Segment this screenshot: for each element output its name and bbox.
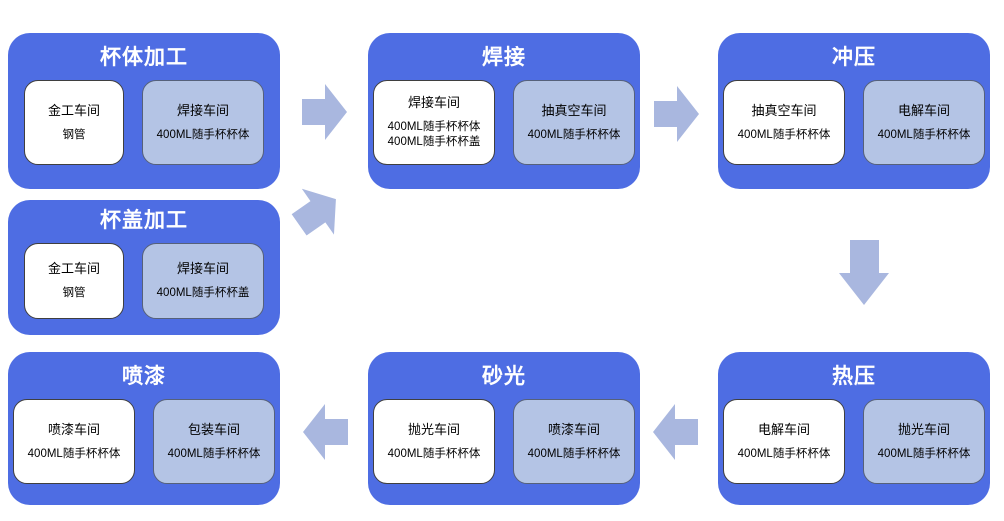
workshop-card: 焊接车间 400ML随手杯杯体 400ML随手杯杯盖: [373, 80, 495, 166]
workshop-item: 400ML随手杯杯体: [27, 447, 121, 460]
card-row: 金工车间 钢管 焊接车间 400ML随手杯杯盖: [24, 243, 264, 320]
workshop-items: 400ML随手杯杯盖: [157, 286, 250, 301]
workshop-items: 400ML随手杯杯体: [28, 447, 121, 462]
workshop-items: 400ML随手杯杯体: [388, 447, 481, 462]
workshop-item: 400ML随手杯杯盖: [156, 287, 250, 300]
flow-arrow-up-right-icon: [283, 176, 352, 248]
workshop-card: 喷漆车间 400ML随手杯杯体: [13, 399, 135, 485]
workshop-name: 抛光车间: [897, 421, 950, 437]
process-block-cup-body: 杯体加工 金工车间 钢管 焊接车间 400ML随手杯杯体: [8, 33, 280, 189]
process-block-sanding: 砂光 抛光车间 400ML随手杯杯体 喷漆车间 400ML随手杯杯体: [368, 352, 640, 505]
block-title: 喷漆: [122, 365, 166, 388]
workshop-item: 400ML随手杯杯体: [737, 447, 831, 460]
workshop-items: 400ML随手杯杯体: [157, 128, 250, 143]
flow-arrow-down-icon: [839, 240, 889, 305]
card-row: 喷漆车间 400ML随手杯杯体 包装车间 400ML随手杯杯体: [13, 399, 275, 485]
workshop-name: 抽真空车间: [541, 102, 607, 118]
workshop-item: 钢管: [62, 287, 86, 300]
workshop-name: 电解车间: [757, 421, 810, 437]
workshop-name: 喷漆车间: [547, 421, 600, 437]
workshop-item: 400ML随手杯杯体: [387, 447, 481, 460]
workshop-card: 包装车间 400ML随手杯杯体: [153, 399, 275, 485]
workshop-card: 抽真空车间 400ML随手杯杯体: [513, 80, 635, 166]
workshop-name: 金工车间: [47, 261, 100, 277]
block-title: 杯体加工: [100, 46, 188, 69]
workshop-item: 400ML随手杯杯体: [167, 447, 261, 460]
process-block-stamping: 冲压 抽真空车间 400ML随手杯杯体 电解车间 400ML随手杯杯体: [718, 33, 990, 189]
workshop-name: 焊接车间: [407, 95, 460, 111]
block-title: 杯盖加工: [100, 209, 188, 232]
process-block-hot-press: 热压 电解车间 400ML随手杯杯体 抛光车间 400ML随手杯杯体: [718, 352, 990, 505]
workshop-name: 抛光车间: [407, 421, 460, 437]
workshop-items: 400ML随手杯杯体: [168, 447, 261, 462]
workshop-items: 400ML随手杯杯体: [528, 447, 621, 462]
block-title: 热压: [832, 365, 876, 388]
process-block-cup-lid: 杯盖加工 金工车间 钢管 焊接车间 400ML随手杯杯盖: [8, 200, 280, 335]
workshop-name: 焊接车间: [176, 102, 229, 118]
workshop-item: 400ML随手杯杯体: [737, 128, 831, 141]
card-row: 抽真空车间 400ML随手杯杯体 电解车间 400ML随手杯杯体: [723, 80, 985, 166]
workshop-name: 抽真空车间: [751, 102, 817, 118]
card-row: 电解车间 400ML随手杯杯体 抛光车间 400ML随手杯杯体: [723, 399, 985, 485]
block-title: 砂光: [482, 365, 526, 388]
workshop-item: 400ML随手杯杯体: [877, 447, 971, 460]
block-title: 冲压: [832, 46, 876, 69]
workshop-name: 喷漆车间: [47, 421, 100, 437]
workshop-items: 400ML随手杯杯体: [878, 128, 971, 143]
flow-arrow-right-icon: [654, 86, 699, 142]
card-row: 抛光车间 400ML随手杯杯体 喷漆车间 400ML随手杯杯体: [373, 399, 635, 485]
workshop-name: 包装车间: [187, 421, 240, 437]
workshop-items: 400ML随手杯杯体: [738, 447, 831, 462]
workshop-name: 金工车间: [47, 102, 100, 118]
workshop-card: 电解车间 400ML随手杯杯体: [723, 399, 845, 485]
block-title: 焊接: [482, 46, 526, 69]
workshop-card: 焊接车间 400ML随手杯杯盖: [142, 243, 264, 320]
workshop-items: 400ML随手杯杯体 400ML随手杯杯盖: [388, 120, 481, 150]
workshop-items: 400ML随手杯杯体: [528, 128, 621, 143]
workshop-item: 钢管: [62, 128, 86, 141]
workshop-card: 金工车间 钢管: [24, 80, 124, 166]
workshop-item: 400ML随手杯杯体: [527, 447, 621, 460]
workshop-item: 400ML随手杯杯体: [387, 121, 481, 134]
flow-arrow-left-icon: [653, 404, 698, 460]
card-row: 金工车间 钢管 焊接车间 400ML随手杯杯体: [24, 80, 264, 166]
workshop-item: 400ML随手杯杯体: [527, 128, 621, 141]
workshop-items: 钢管: [63, 128, 86, 143]
workshop-item: 400ML随手杯杯体: [877, 128, 971, 141]
workshop-card: 抽真空车间 400ML随手杯杯体: [723, 80, 845, 166]
workshop-items: 400ML随手杯杯体: [738, 128, 831, 143]
workshop-card: 焊接车间 400ML随手杯杯体: [142, 80, 264, 166]
workshop-item: 400ML随手杯杯体: [156, 128, 250, 141]
process-block-painting: 喷漆 喷漆车间 400ML随手杯杯体 包装车间 400ML随手杯杯体: [8, 352, 280, 505]
process-block-welding: 焊接 焊接车间 400ML随手杯杯体 400ML随手杯杯盖 抽真空车间 400M…: [368, 33, 640, 189]
workshop-items: 钢管: [63, 286, 86, 301]
workshop-item: 400ML随手杯杯盖: [387, 136, 481, 149]
workshop-card: 喷漆车间 400ML随手杯杯体: [513, 399, 635, 485]
workshop-card: 抛光车间 400ML随手杯杯体: [863, 399, 985, 485]
workshop-name: 电解车间: [897, 102, 950, 118]
flow-arrow-left-icon: [303, 404, 348, 460]
card-row: 焊接车间 400ML随手杯杯体 400ML随手杯杯盖 抽真空车间 400ML随手…: [373, 80, 635, 166]
workshop-card: 电解车间 400ML随手杯杯体: [863, 80, 985, 166]
workshop-card: 金工车间 钢管: [24, 243, 124, 320]
workshop-name: 焊接车间: [176, 261, 229, 277]
workshop-items: 400ML随手杯杯体: [878, 447, 971, 462]
workshop-card: 抛光车间 400ML随手杯杯体: [373, 399, 495, 485]
flow-arrow-right-icon: [302, 84, 347, 140]
